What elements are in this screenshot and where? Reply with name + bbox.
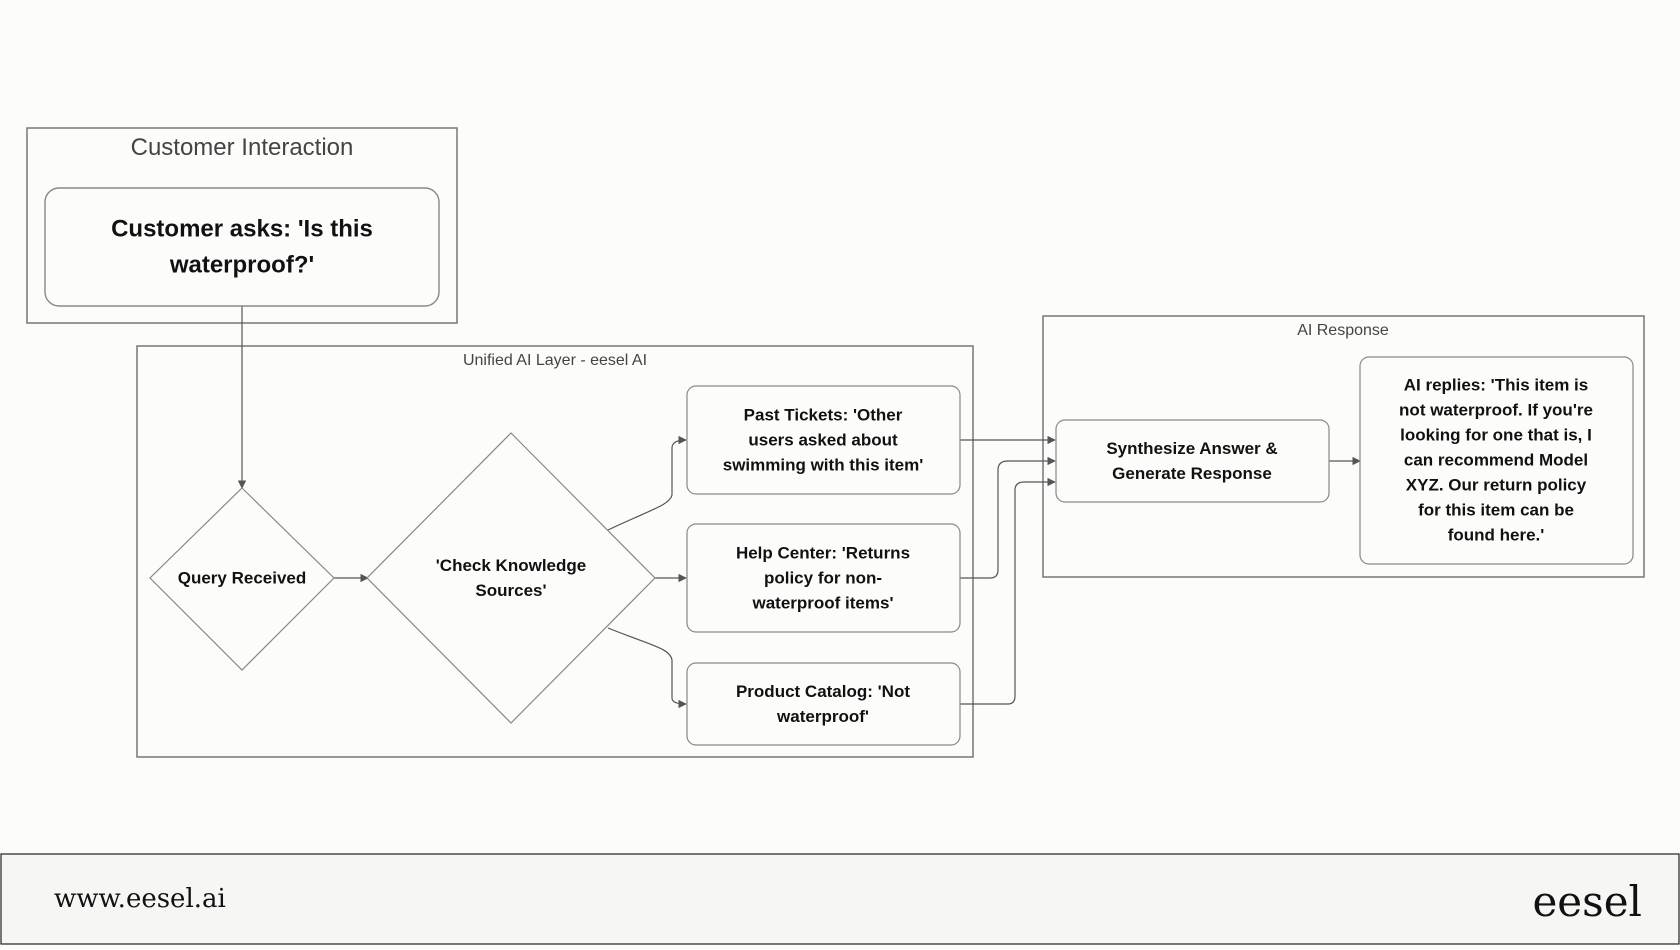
reply-label-line: not waterproof. If you're xyxy=(1399,401,1593,420)
catalog-label-line: waterproof' xyxy=(776,707,869,726)
catalog-label-line: Product Catalog: 'Not xyxy=(736,682,910,701)
tickets-label-line: users asked about xyxy=(748,431,898,450)
edge-check-to-catalog xyxy=(607,627,687,709)
reply-label-line: can recommend Model xyxy=(1404,451,1588,470)
customer_ask-label-line: Customer asks: 'Is this xyxy=(111,216,373,243)
help-label-line: waterproof items' xyxy=(751,594,893,613)
reply-label-line: AI replies: 'This item is xyxy=(1404,376,1589,395)
help-label-line: policy for non- xyxy=(764,569,882,588)
edges xyxy=(237,306,1361,709)
node-product-catalog-label: Product Catalog: 'Not waterproof' xyxy=(736,682,910,726)
tickets-label-line: swimming with this item' xyxy=(723,456,924,475)
node-help-center xyxy=(686,523,961,633)
node-ai-replies-label: AI replies: 'This item is not waterproof.… xyxy=(1399,376,1593,545)
node-query-received-label: Query Received xyxy=(178,569,307,588)
tickets-label-line: Past Tickets: 'Other xyxy=(744,406,903,425)
node-help-center-label: Help Center: 'Returns policy for non-wate… xyxy=(736,544,910,613)
reply-label-line: found here.' xyxy=(1448,526,1545,545)
reply-label-line: looking for one that is, I xyxy=(1400,426,1592,445)
node-synthesize-answer-label: Synthesize Answer & Generate Response xyxy=(1106,439,1277,483)
node-past-tickets xyxy=(686,385,961,495)
check-label-line: 'Check Knowledge xyxy=(436,556,586,575)
group-customer-interaction-title: Customer Interaction xyxy=(131,134,354,161)
node-past-tickets-label: Past Tickets: 'Other users asked about swi… xyxy=(723,406,924,475)
edge-catalog-to-synth xyxy=(960,477,1056,705)
node-query-received xyxy=(149,487,335,671)
node-customer-asks xyxy=(44,187,440,307)
group-unified-ai-layer xyxy=(136,345,974,758)
node-synthesize-answer xyxy=(1055,419,1330,503)
node-customer-asks-label: Customer asks: 'Is this waterproof?' xyxy=(111,216,373,279)
query-label-line: Query Received xyxy=(178,569,307,588)
customer_ask-label-line: waterproof?' xyxy=(169,252,314,279)
check-label-line: Sources' xyxy=(475,581,546,600)
reply-label-line: for this item can be xyxy=(1418,501,1574,520)
help-label-line: Help Center: 'Returns xyxy=(736,544,910,563)
footer-brand-logo: eesel xyxy=(1532,877,1642,926)
synth-label-line: Generate Response xyxy=(1112,464,1272,483)
node-check-knowledge-sources xyxy=(366,432,656,724)
synth-label-line: Synthesize Answer & xyxy=(1106,439,1277,458)
edge-help-to-synth xyxy=(960,456,1056,579)
group-ai-response-title: AI Response xyxy=(1297,322,1389,339)
footer-url[interactable]: www.eesel.ai xyxy=(54,884,226,914)
footer-bar xyxy=(0,853,1680,945)
edge-check-to-tickets xyxy=(607,435,687,531)
node-product-catalog xyxy=(686,662,961,746)
reply-label-line: XYZ. Our return policy xyxy=(1406,476,1587,495)
node-ai-replies xyxy=(1359,356,1634,565)
group-unified-ai-layer-title: Unified AI Layer - eesel AI xyxy=(463,352,647,369)
group-ai-response xyxy=(1042,315,1645,578)
